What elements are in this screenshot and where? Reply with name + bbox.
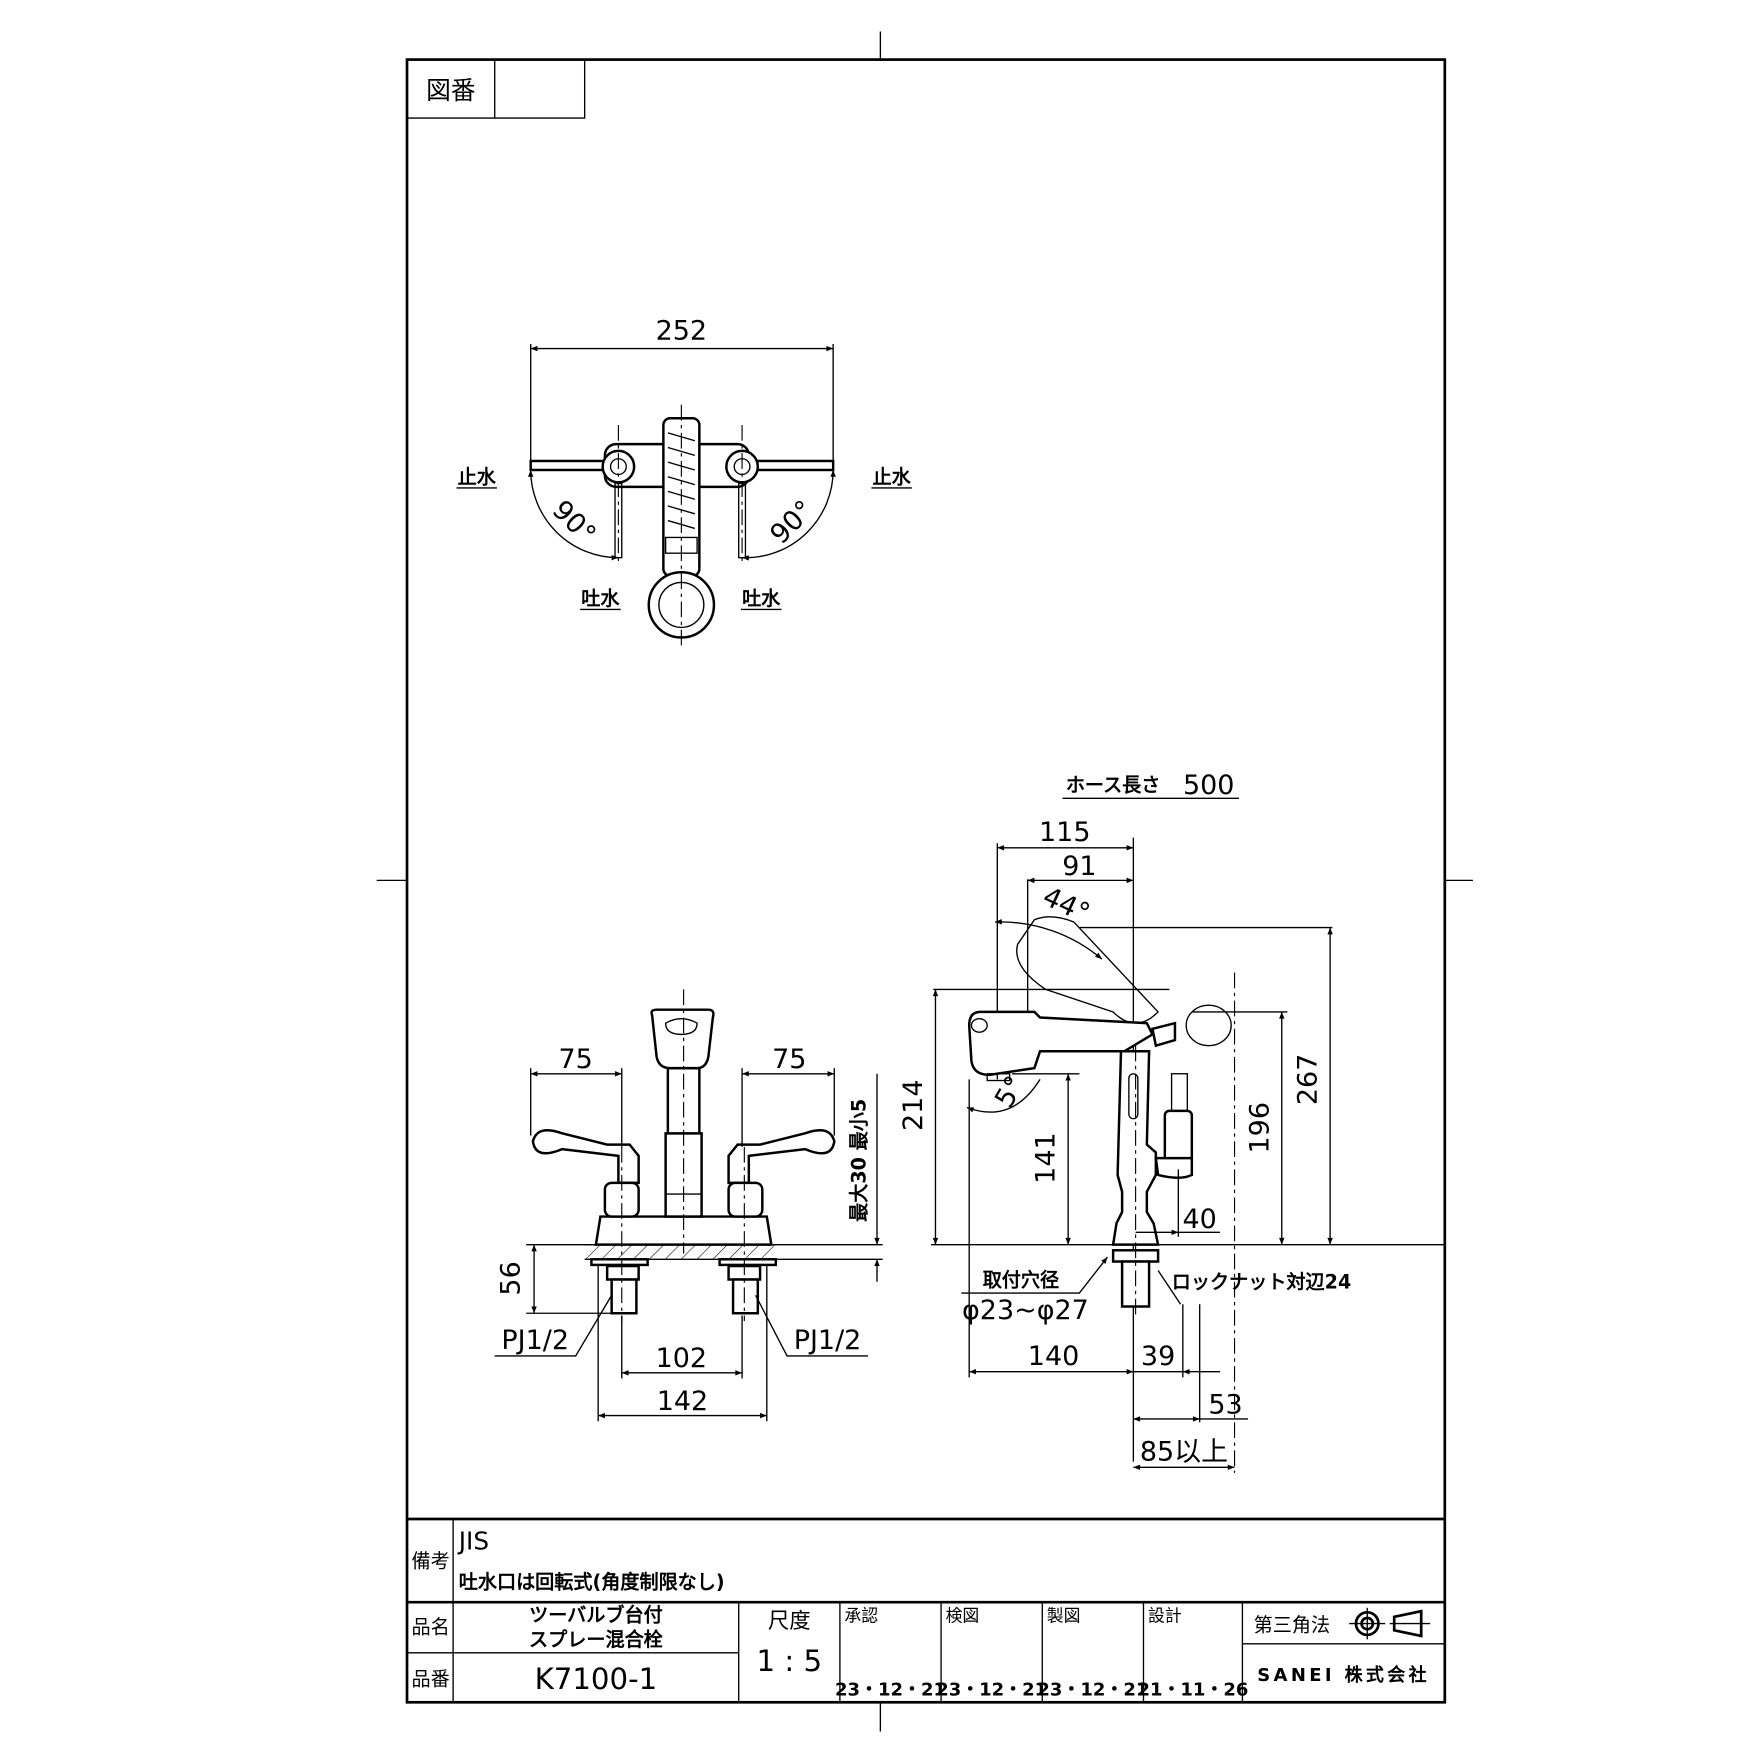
- dim-142: 142: [657, 1386, 708, 1417]
- product-name-line1: ツーバルブ台付: [529, 1603, 663, 1626]
- remarks-line2: 吐水口は回転式(角度制限なし): [459, 1571, 725, 1594]
- dim-214: 214: [898, 1080, 929, 1131]
- dim-40: 40: [1183, 1204, 1217, 1235]
- angle-left: 90°: [546, 495, 602, 551]
- deck-thickness: 最大30 最小5: [848, 1099, 871, 1222]
- centering-marks: [376, 31, 1473, 1732]
- mount-hole-value: φ23~φ27: [962, 1295, 1089, 1326]
- check-date: 23・12・21: [936, 1680, 1047, 1701]
- thread-left: PJ1/2: [501, 1325, 569, 1356]
- drafting-date: 23・12・21: [1037, 1680, 1148, 1701]
- dim-115: 115: [1039, 817, 1090, 848]
- drawing-number-label: 図番: [426, 76, 475, 105]
- dim-141: 141: [1031, 1132, 1062, 1183]
- scale-value: 1 : 5: [756, 1644, 822, 1678]
- dim-267: 267: [1293, 1054, 1324, 1105]
- dim-75-left: 75: [559, 1044, 593, 1075]
- product-name-line2: スプレー混合栓: [529, 1628, 664, 1651]
- approval-label: 承認: [844, 1605, 878, 1625]
- mount-hole-label: 取付穴径: [983, 1268, 1059, 1291]
- dim-102: 102: [656, 1343, 707, 1374]
- remarks-label: 備考: [412, 1549, 450, 1572]
- dim-252: 252: [656, 316, 707, 347]
- hose-length: 500: [1183, 770, 1234, 801]
- title-block: 備考 JIS 吐水口は回転式(角度制限なし) 品名 ツーバルブ台付 スプレー混合…: [407, 1517, 1445, 1703]
- label-spout-right: 吐水: [742, 587, 781, 610]
- name-label: 品名: [412, 1616, 450, 1639]
- number-label: 品番: [412, 1667, 450, 1690]
- approval-date: 23・12・21: [835, 1680, 946, 1701]
- scale-label: 尺度: [768, 1609, 811, 1634]
- company-name: SANEI 株式会社: [1257, 1664, 1430, 1686]
- locknut-label: ロックナット対辺24: [1172, 1271, 1351, 1294]
- third-angle-projection-icon: [1349, 1607, 1431, 1640]
- check-label: 検図: [946, 1605, 980, 1625]
- projection-label: 第三角法: [1254, 1613, 1330, 1636]
- dim-140: 140: [1028, 1341, 1079, 1372]
- angle-44: 44°: [1038, 881, 1094, 929]
- dim-75-right: 75: [772, 1044, 806, 1075]
- side-view: ホース長さ 500 115 91 44°: [898, 770, 1445, 1473]
- drawing-number-box: 図番: [407, 59, 586, 119]
- dim-53: 53: [1208, 1389, 1242, 1420]
- hose-length-label: ホース長さ: [1066, 774, 1161, 797]
- dim-85: 85以上: [1140, 1437, 1228, 1468]
- drawing-frame: [405, 58, 1447, 1704]
- dim-56: 56: [495, 1261, 526, 1295]
- dim-39: 39: [1141, 1341, 1175, 1372]
- design-date: 21・11・26: [1137, 1680, 1248, 1701]
- design-label: 設計: [1148, 1605, 1182, 1625]
- drafting-label: 製図: [1047, 1605, 1081, 1625]
- dim-196: 196: [1244, 1102, 1275, 1153]
- front-view: 75 75 最大30 最小5 56 PJ1/2 PJ1/2 102 142: [494, 989, 883, 1422]
- label-stop-left: 止水: [458, 465, 497, 488]
- angle-right: 90°: [764, 495, 820, 551]
- angle-5: 5°: [989, 1071, 1031, 1113]
- label-stop-right: 止水: [872, 465, 911, 488]
- product-number: K7100-1: [535, 1662, 658, 1696]
- top-view: 252 止水 止水 吐水 吐水 90° 90°: [456, 316, 912, 647]
- thread-right: PJ1/2: [794, 1325, 862, 1356]
- remarks-line1: JIS: [457, 1526, 489, 1555]
- dim-91: 91: [1062, 851, 1096, 882]
- label-spout-left: 吐水: [581, 587, 620, 610]
